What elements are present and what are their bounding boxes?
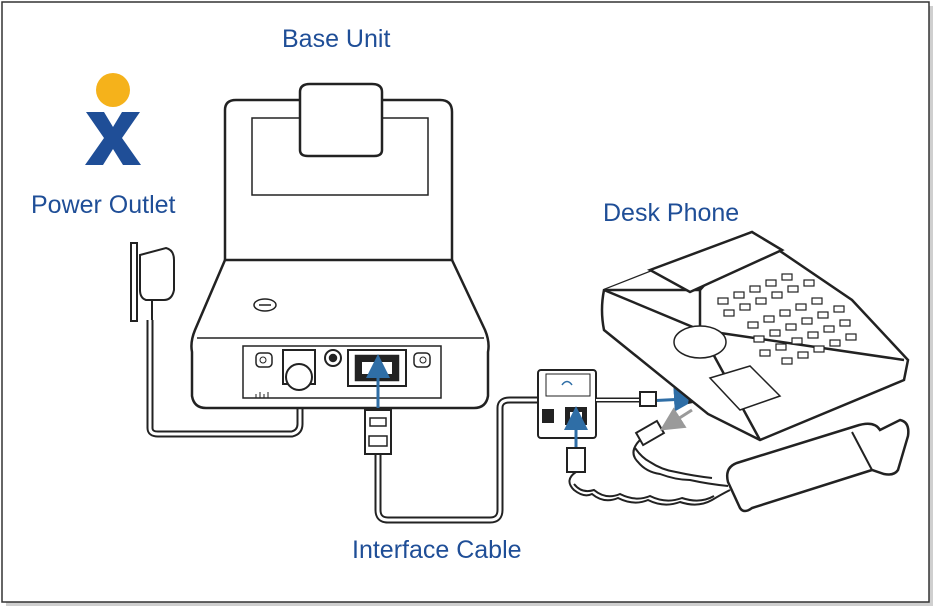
splitter-icon xyxy=(537,369,640,448)
brand-logo-icon xyxy=(85,73,141,165)
interface-cable-icon xyxy=(364,354,540,524)
base-unit-label: Base Unit xyxy=(282,25,391,53)
power-outlet-label: Power Outlet xyxy=(31,191,176,219)
interface-cable-label: Interface Cable xyxy=(352,536,522,564)
plug-icon xyxy=(639,391,657,407)
desk-phone-label: Desk Phone xyxy=(603,199,740,227)
desk-phone-icon xyxy=(600,230,910,442)
power-adapter-icon xyxy=(130,242,304,438)
arrow-from-phone xyxy=(659,407,693,431)
coil-cord-icon xyxy=(566,419,731,506)
handset-icon xyxy=(726,418,910,513)
base-unit-icon xyxy=(190,82,490,410)
